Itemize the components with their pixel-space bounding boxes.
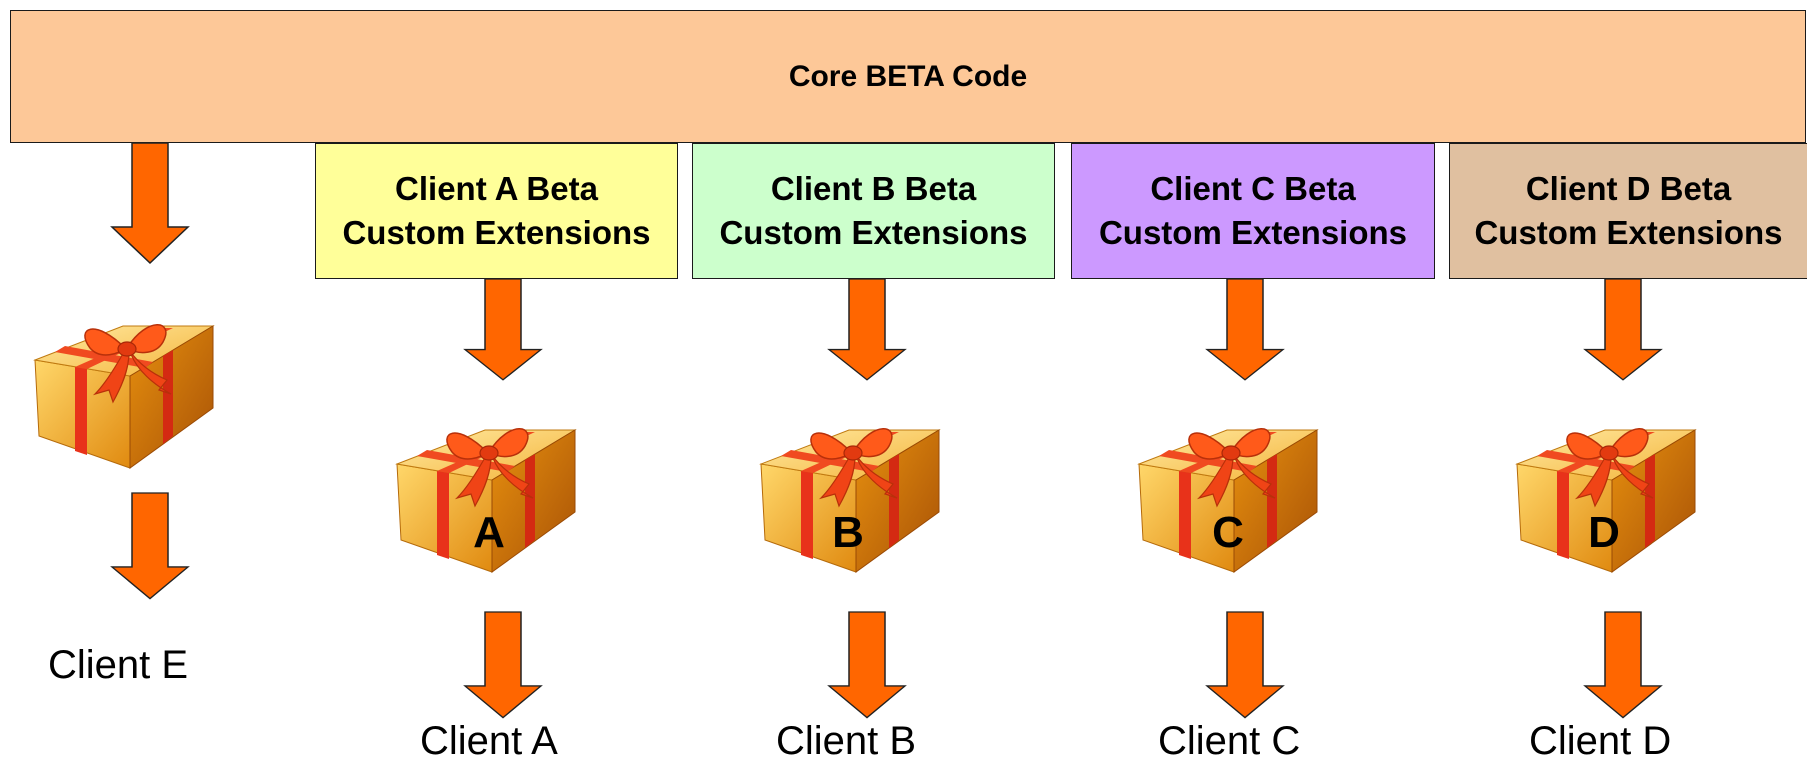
client-c-extensions-box: Client C Beta Custom Extensions [1071,143,1435,279]
gift-a-letter: A [473,508,505,557]
arrow-gift-c-to-client-c [1206,611,1284,719]
client-b-ext-line1: Client B Beta [770,170,977,207]
arrow-ext-b-to-gift-b [828,278,906,381]
arrow-gift-e-to-client-e [111,492,189,600]
client-d-ext-line1: Client D Beta [1525,170,1732,207]
arrow-gift-d-to-client-d [1584,611,1662,719]
client-e-label: Client E [48,643,189,687]
client-a-ext-line2: Custom Extensions [342,214,651,251]
gift-b-letter: B [832,508,864,557]
arrow-core-to-gift-e [111,142,189,264]
client-d-extensions-box: Client D Beta Custom Extensions [1449,143,1807,279]
client-d-label: Client D [1529,719,1672,763]
arrow-gift-b-to-client-b [828,611,906,719]
gift-d-letter: D [1588,508,1620,557]
client-c-ext-line1: Client C Beta [1150,170,1356,207]
core-beta-code-box: Core BETA Code [10,10,1806,143]
gift-c-letter: C [1212,508,1244,557]
client-b-extensions-box: Client B Beta Custom Extensions [692,143,1055,279]
arrow-ext-a-to-gift-a [464,278,542,381]
client-d-ext-line2: Custom Extensions [1474,214,1783,251]
core-beta-code-label: Core BETA Code [788,59,1028,93]
arrow-ext-d-to-gift-d [1584,278,1662,381]
gift-box-e [34,323,214,469]
client-a-label: Client A [420,719,558,763]
client-b-label: Client B [776,719,917,763]
client-a-ext-line1: Client A Beta [395,170,598,207]
client-b-ext-line2: Custom Extensions [719,214,1028,251]
arrow-gift-a-to-client-a [464,611,542,719]
arrow-ext-c-to-gift-c [1206,278,1284,381]
client-c-ext-line2: Custom Extensions [1098,214,1408,251]
client-c-label: Client C [1158,719,1301,763]
